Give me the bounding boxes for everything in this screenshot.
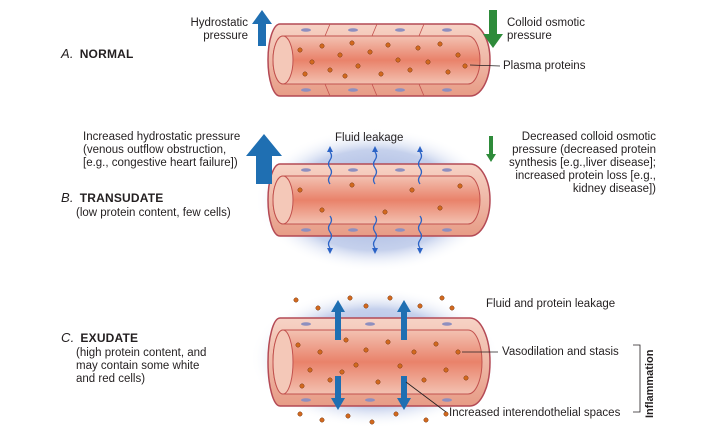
transudate-subtitle: (low protein content, few cells) [76, 207, 231, 219]
vessel-normal [267, 23, 491, 97]
inflammation-bracket [633, 344, 641, 413]
plasma-proteins-label: Plasma proteins [503, 60, 586, 72]
panel-b-label: B.TRANSUDATE [61, 190, 164, 205]
interendothelial-label: Increased interendothelial spaces [449, 407, 621, 419]
decreased-colloid-arrow-icon [486, 136, 496, 162]
hydrostatic-arrow-up-icon [252, 10, 272, 46]
interendothelial-leader [405, 381, 447, 413]
fluid-leakage-label: Fluid leakage [335, 132, 404, 144]
inflammation-label: Inflammation [644, 349, 656, 418]
panel-a-label: A.NORMAL [61, 46, 134, 61]
vasodilation-label: Vasodilation and stasis [502, 346, 619, 358]
increased-hydrostatic-arrow-icon [246, 134, 282, 184]
panel-c-label: C.EXUDATE [61, 330, 139, 345]
increased-hydrostatic-text: Increased hydrostatic pressure(venous ou… [83, 131, 241, 169]
fluid-protein-leakage-label: Fluid and protein leakage [486, 298, 616, 310]
plasma-proteins-leader [469, 64, 501, 67]
colloid-arrow-down-icon [483, 10, 503, 48]
vessel-exudate [267, 295, 491, 425]
